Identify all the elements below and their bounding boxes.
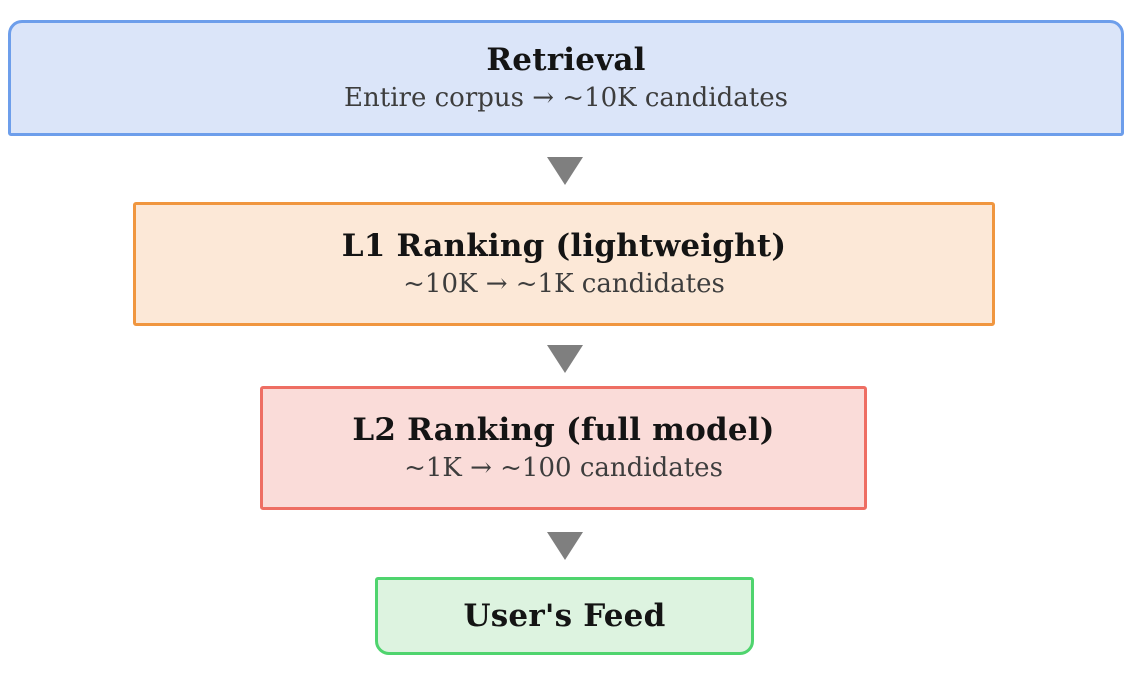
- stage-subtitle: Entire corpus → ~10K candidates: [344, 83, 788, 114]
- stage-l2-ranking-box: L2 Ranking (full model) ~1K → ~100 candi…: [260, 386, 867, 510]
- stage-retrieval-box: Retrieval Entire corpus → ~10K candidate…: [8, 20, 1124, 136]
- down-arrow-icon: [547, 157, 583, 185]
- stage-title: L2 Ranking (full model): [352, 412, 775, 449]
- down-arrow-icon: [547, 532, 583, 560]
- down-arrow-icon: [547, 345, 583, 373]
- stage-subtitle: ~1K → ~100 candidates: [404, 453, 723, 484]
- stage-title: Retrieval: [486, 42, 646, 79]
- stage-title: User's Feed: [463, 597, 666, 634]
- stage-subtitle: ~10K → ~1K candidates: [403, 269, 725, 300]
- stage-users-feed-box: User's Feed: [375, 577, 754, 655]
- stage-title: L1 Ranking (lightweight): [341, 228, 787, 265]
- stage-l1-ranking-box: L1 Ranking (lightweight) ~10K → ~1K cand…: [133, 202, 995, 326]
